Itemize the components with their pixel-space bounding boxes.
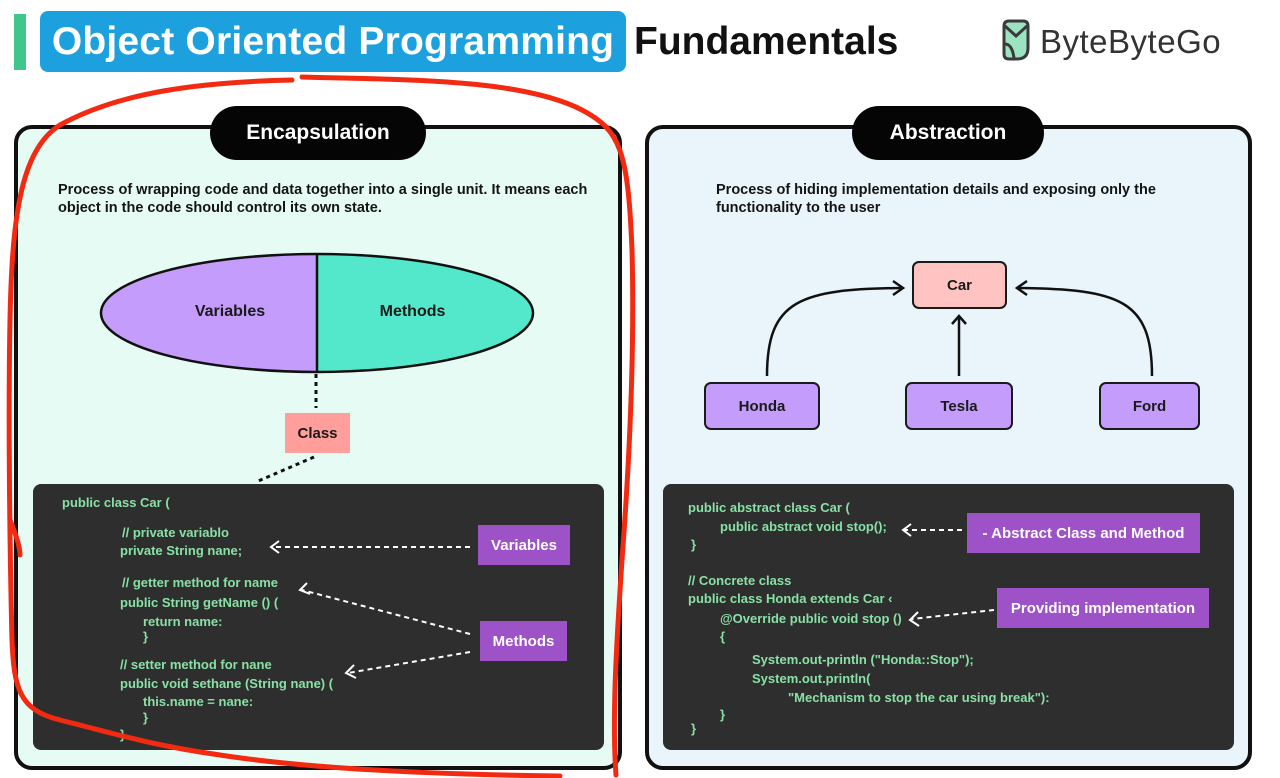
- ford-to-car-arrow: [1017, 286, 1154, 377]
- brand: ByteByteGo: [1000, 18, 1221, 66]
- abstraction-title: Abstraction: [852, 106, 1044, 160]
- brand-name: ByteByteGo: [1040, 23, 1222, 60]
- title-rest: Fundamentals: [634, 20, 899, 63]
- bytebytego-logo-icon: [1000, 18, 1032, 67]
- code-line: "Mechanism to stop the car using break")…: [788, 690, 1050, 705]
- code-line: }: [720, 707, 726, 722]
- honda-node: Honda: [704, 382, 820, 430]
- title-highlight: Object Oriented Programming: [40, 11, 626, 72]
- code-line: }: [691, 721, 697, 736]
- code-line: // Concrete class: [688, 573, 792, 588]
- code-line: System.out.println(: [752, 671, 871, 686]
- abstraction-description: Process of hiding implementation details…: [716, 182, 1156, 216]
- car-node: Car: [912, 261, 1007, 309]
- code-line: System.out-println ("Honda::Stop");: [752, 652, 974, 667]
- code-line: public class Honda extends Car ‹: [688, 591, 893, 606]
- abstract-class-annotation: - Abstract Class and Method: [967, 513, 1200, 553]
- code-line: {: [720, 629, 726, 644]
- code-line: public abstract class Car (: [688, 500, 850, 515]
- code-line: }: [691, 537, 697, 552]
- honda-to-car-arrow: [765, 286, 903, 377]
- arrowhead-icon: [892, 279, 906, 297]
- arrowhead-icon: [1014, 279, 1028, 297]
- arrowhead-icon: [951, 314, 967, 325]
- accent-bar: [14, 14, 26, 70]
- implementation-annotation: Providing implementation: [997, 588, 1209, 628]
- ford-node: Ford: [1099, 382, 1200, 430]
- code-line: public abstract void stop();: [720, 519, 887, 534]
- tesla-node: Tesla: [905, 382, 1013, 430]
- code-line: @Override public void stop (): [720, 611, 902, 626]
